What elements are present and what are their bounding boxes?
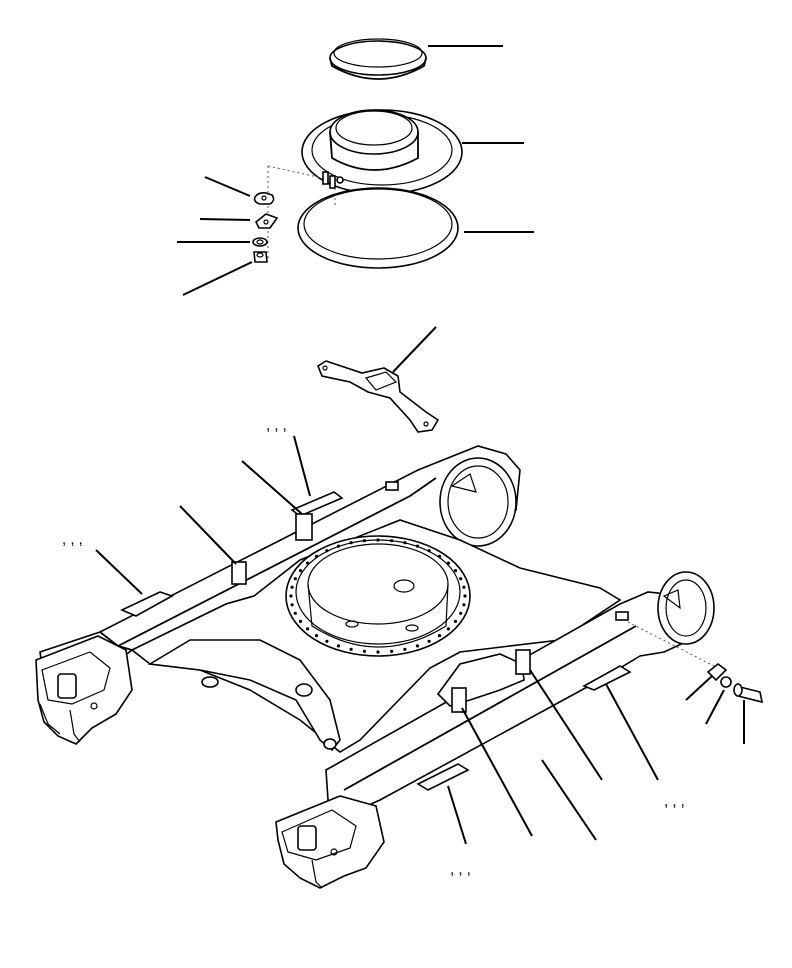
bolt-hole bbox=[427, 639, 431, 643]
bolt-hole bbox=[403, 541, 407, 545]
leader-line-frame bbox=[541, 759, 597, 841]
leader-line-clip-right-1 bbox=[529, 669, 603, 781]
bolt-hole bbox=[293, 577, 297, 581]
bolt-hole bbox=[437, 554, 442, 559]
slot-right bbox=[615, 611, 629, 621]
bolt-hole bbox=[463, 594, 467, 598]
leader-line-shim bbox=[199, 218, 251, 221]
leader-line-clip-right-2 bbox=[461, 707, 533, 837]
bolt-hole bbox=[336, 644, 341, 648]
large-o-ring bbox=[297, 187, 459, 269]
bolt-hole bbox=[349, 541, 353, 545]
bolt-hole bbox=[336, 544, 341, 548]
bolt-hole bbox=[446, 627, 450, 631]
bolt-hole bbox=[325, 549, 329, 553]
bolt-hole bbox=[306, 561, 310, 565]
bolt-hole bbox=[427, 549, 431, 553]
callout-label-guard-right-1: , , , bbox=[664, 793, 685, 810]
leader-line-guard-left bbox=[95, 549, 143, 595]
slot-left bbox=[385, 481, 399, 491]
leader-line-clip-left bbox=[179, 505, 237, 565]
bolt-hole bbox=[415, 644, 420, 648]
bolt-hole bbox=[376, 650, 380, 654]
callout-label-guard-top: , , , bbox=[266, 417, 287, 434]
bolt-hole bbox=[325, 639, 329, 643]
bolt-hole bbox=[349, 647, 353, 651]
bolt-hole bbox=[290, 585, 294, 589]
leader-line-washer-right bbox=[705, 689, 725, 725]
bolt-hole bbox=[415, 544, 420, 548]
callout-label-guard-right-2: , , , bbox=[450, 861, 471, 878]
bolt-hole bbox=[298, 569, 303, 573]
bolt-hole bbox=[453, 569, 458, 573]
bolt-hole bbox=[462, 603, 466, 607]
leader-line-guard-top bbox=[293, 435, 311, 497]
bolt-hole bbox=[362, 539, 366, 543]
bolt-hole bbox=[376, 538, 380, 542]
bolt-hole bbox=[459, 611, 463, 615]
hardware-stack bbox=[252, 192, 279, 263]
leader-line-bracket bbox=[392, 326, 437, 373]
leader-line-nut bbox=[182, 261, 253, 296]
clip-left-1 bbox=[231, 561, 247, 585]
bolt-hole bbox=[437, 634, 442, 638]
leader-line-plate bbox=[204, 176, 251, 197]
clip-right-2 bbox=[451, 687, 467, 713]
clip-left-2 bbox=[295, 513, 313, 541]
cover-bracket bbox=[317, 360, 440, 433]
retainer-ring bbox=[329, 38, 427, 80]
leader-line-plate-right bbox=[685, 675, 713, 701]
bolt-hole bbox=[446, 561, 450, 565]
bolt-hole bbox=[390, 539, 394, 543]
bolt-hole bbox=[306, 627, 310, 631]
guard-right-2 bbox=[416, 763, 470, 791]
callout-label-guard-left: , , , bbox=[62, 531, 83, 548]
guard-left-1 bbox=[120, 591, 174, 617]
guard-right-1 bbox=[582, 665, 632, 691]
bolt-hole bbox=[362, 649, 366, 653]
clip-right-1 bbox=[515, 649, 531, 675]
bolt-hole bbox=[290, 603, 294, 607]
leader-line-guard-right-1 bbox=[605, 683, 659, 781]
bolt-hardware-right bbox=[627, 621, 764, 704]
bolt-hole-pattern bbox=[289, 538, 467, 654]
bolt-hole bbox=[453, 619, 458, 624]
bolt-hole bbox=[403, 647, 407, 651]
dowel-pins bbox=[267, 165, 344, 260]
leader-line-clip-top bbox=[241, 460, 303, 515]
bolt-hole bbox=[459, 577, 463, 581]
bolt-hole bbox=[293, 611, 297, 615]
track-frame bbox=[35, 445, 715, 889]
bolt-hole bbox=[298, 619, 303, 624]
bolt-hole bbox=[289, 594, 293, 598]
bolt-hole bbox=[314, 634, 319, 638]
leader-line-guard-right-2 bbox=[447, 785, 467, 845]
bolt-hole bbox=[314, 554, 319, 559]
bolt-hole bbox=[390, 649, 394, 653]
bolt-hole bbox=[462, 585, 466, 589]
